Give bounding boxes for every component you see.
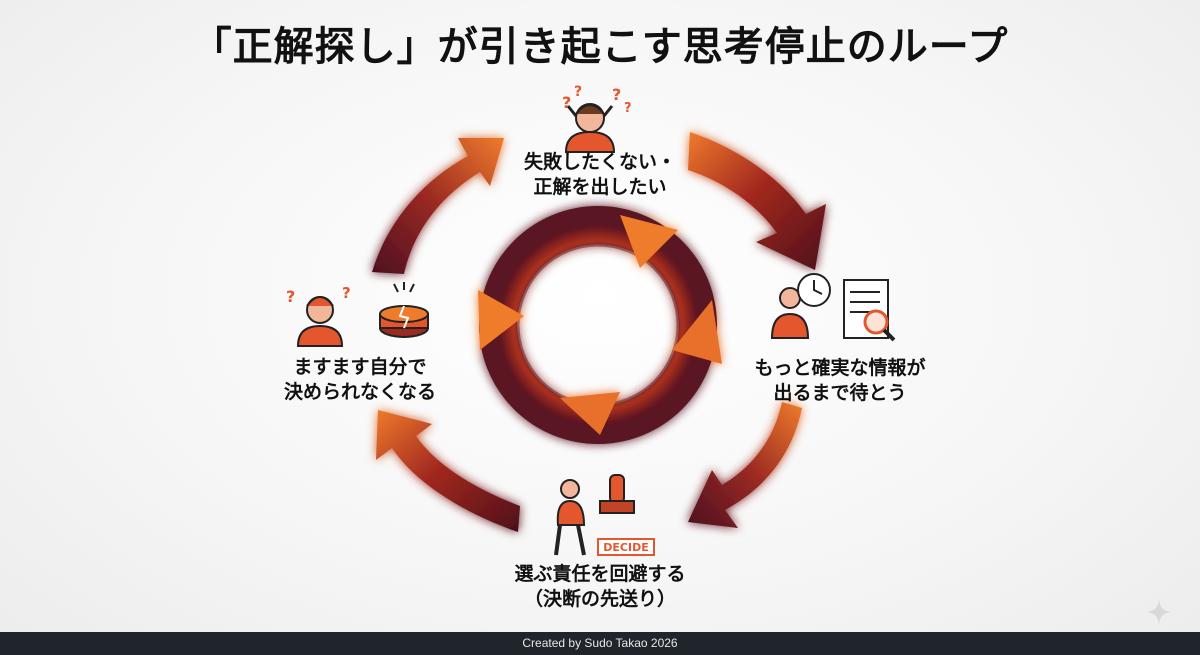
step-3-line-2: （決断の先送り） — [523, 588, 676, 610]
central-cycle-ring — [478, 206, 722, 444]
step-3-line-1: 選ぶ責任を回避する — [514, 563, 686, 585]
outer-arrow-top-right — [688, 132, 826, 270]
sparkle-icon — [1146, 599, 1172, 625]
step-2-line-1: もっと確実な情報が — [754, 357, 926, 379]
footer-credit: Created by Sudo Takao 2026 — [0, 632, 1200, 655]
outer-arrow-bottom-right — [688, 402, 802, 528]
step-1-line-1: 失敗したくない・ — [523, 151, 676, 173]
confused-person-broken-button-icon: ? ? — [286, 282, 429, 347]
svg-text:?: ? — [624, 101, 632, 116]
worried-person-icon: ? ? ? ? — [562, 84, 632, 153]
outer-arrow-top-left — [372, 138, 504, 274]
step-4-line-1: ますます自分で — [293, 356, 427, 378]
step-label-4: ますます自分で 決められなくなる — [260, 355, 460, 405]
step-4-line-2: 決められなくなる — [283, 381, 436, 403]
step-label-2: もっと確実な情報が 出るまで待とう — [730, 356, 950, 406]
svg-text:?: ? — [286, 287, 295, 306]
step-1-line-2: 正解を出したい — [533, 176, 667, 198]
step-label-1: 失敗したくない・ 正解を出したい — [500, 150, 700, 200]
outer-arrow-bottom-left — [376, 410, 520, 532]
page-title: 「正解探し」が引き起こす思考停止のループ — [191, 24, 1009, 70]
stamp-text: DECIDE — [603, 541, 648, 554]
svg-text:?: ? — [612, 85, 621, 104]
step-2-line-2: 出るまで待とう — [773, 382, 907, 404]
decide-stamp-icon: DECIDE — [554, 474, 655, 556]
step-label-3: 選ぶ責任を回避する （決断の先送り） — [490, 562, 710, 612]
svg-text:?: ? — [574, 84, 582, 100]
clock-document-magnifier-icon — [770, 273, 896, 342]
loop-diagram: ? ? ? ? DECIDE ? ? — [286, 84, 896, 556]
svg-text:?: ? — [562, 93, 571, 112]
svg-text:?: ? — [342, 284, 351, 302]
